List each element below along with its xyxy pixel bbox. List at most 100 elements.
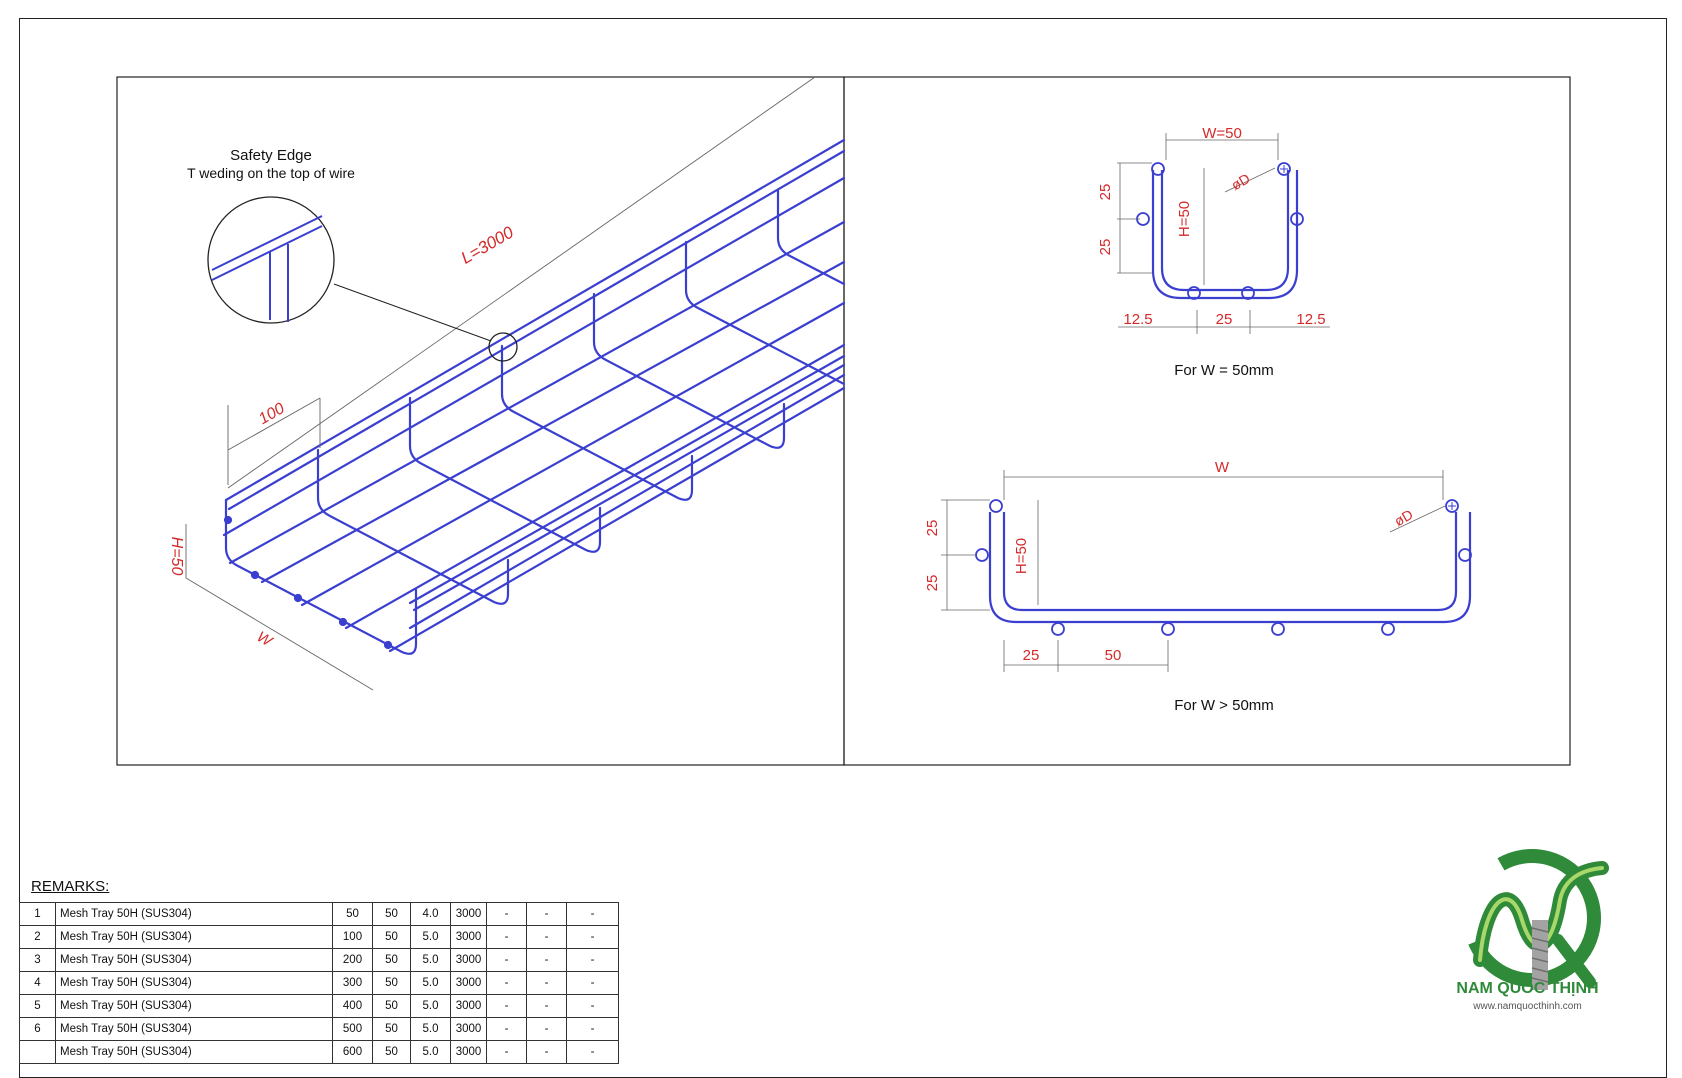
sec1-dim-25-bottom: 25 [1216, 311, 1233, 328]
row-width: 200 [332, 948, 373, 972]
row-col-5: - [486, 1040, 527, 1064]
sec1-height-label: H=50 [1176, 201, 1193, 237]
row-height: 50 [372, 948, 411, 972]
row-col-6: - [526, 971, 567, 995]
mesh-tray-isometric [222, 138, 846, 655]
row-col-7: - [566, 994, 619, 1018]
row-diameter: 5.0 [410, 971, 451, 995]
row-col-7: - [566, 1017, 619, 1041]
safety-edge-title: Safety Edge [230, 147, 312, 164]
row-height: 50 [372, 902, 411, 926]
row-diameter: 5.0 [410, 994, 451, 1018]
row-number: 6 [19, 1017, 56, 1041]
row-diameter: 5.0 [410, 948, 451, 972]
row-col-6: - [526, 948, 567, 972]
isometric-dimensions [185, 76, 816, 691]
row-col-6: - [526, 925, 567, 949]
sec2-height-label: H=50 [1013, 538, 1030, 574]
sec1-dim-12-5-right: 12.5 [1296, 311, 1325, 328]
sec1-dim-25-upper: 25 [1097, 184, 1114, 201]
row-number: 4 [19, 971, 56, 995]
row-col-7: - [566, 971, 619, 995]
row-col-6: - [526, 994, 567, 1018]
row-width: 300 [332, 971, 373, 995]
row-diameter: 5.0 [410, 1040, 451, 1064]
row-length: 3000 [450, 1040, 487, 1064]
row-height: 50 [372, 994, 411, 1018]
row-length: 3000 [450, 1017, 487, 1041]
height-dimension-label: H=50 [168, 537, 185, 576]
row-description: Mesh Tray 50H (SUS304) [55, 994, 333, 1018]
row-col-6: - [526, 1017, 567, 1041]
row-col-5: - [486, 902, 527, 926]
sec2-dim-25-upper: 25 [924, 520, 941, 537]
sec1-width-label: W=50 [1202, 125, 1242, 142]
pitch-dimension-label: 100 [256, 400, 288, 428]
row-description: Mesh Tray 50H (SUS304) [55, 948, 333, 972]
row-description: Mesh Tray 50H (SUS304) [55, 902, 333, 926]
row-height: 50 [372, 925, 411, 949]
sec1-dim-12-5-left: 12.5 [1123, 311, 1152, 328]
row-col-5: - [486, 971, 527, 995]
sec1-diameter-label: øD [1228, 170, 1252, 193]
row-number [19, 1040, 56, 1064]
row-col-7: - [566, 1040, 619, 1064]
row-description: Mesh Tray 50H (SUS304) [55, 1017, 333, 1041]
nam-quoc-thinh-logo [1463, 849, 1609, 990]
row-number: 3 [19, 948, 56, 972]
section-wide [941, 470, 1472, 672]
row-height: 50 [372, 1040, 411, 1064]
row-description: Mesh Tray 50H (SUS304) [55, 971, 333, 995]
row-diameter: 4.0 [410, 902, 451, 926]
row-description: Mesh Tray 50H (SUS304) [55, 1040, 333, 1064]
row-col-5: - [486, 1017, 527, 1041]
safety-edge-detail [207, 196, 518, 362]
row-diameter: 5.0 [410, 1017, 451, 1041]
remarks-title: REMARKS: [31, 878, 110, 895]
brand-name: NAM QUỐC THỊNH [1456, 980, 1599, 997]
row-width: 600 [332, 1040, 373, 1064]
row-width: 50 [332, 902, 373, 926]
row-width: 100 [332, 925, 373, 949]
row-col-5: - [486, 994, 527, 1018]
section-w50 [1117, 133, 1330, 334]
row-col-5: - [486, 948, 527, 972]
row-col-7: - [566, 925, 619, 949]
sec2-diameter-label: øD [1391, 506, 1415, 529]
row-width: 400 [332, 994, 373, 1018]
row-length: 3000 [450, 971, 487, 995]
sec1-caption: For W = 50mm [1174, 362, 1274, 379]
sec2-width-label: W [1215, 459, 1230, 476]
row-description: Mesh Tray 50H (SUS304) [55, 925, 333, 949]
sec2-dim-50-bottom: 50 [1105, 647, 1122, 664]
sec2-dim-25-lower: 25 [924, 575, 941, 592]
sec2-caption: For W > 50mm [1174, 697, 1274, 714]
row-col-5: - [486, 925, 527, 949]
safety-edge-subtitle: T weding on the top of wire [187, 165, 355, 181]
row-number: 1 [19, 902, 56, 926]
row-number: 5 [19, 994, 56, 1018]
row-number: 2 [19, 925, 56, 949]
brand-website: www.namquocthinh.com [1473, 1001, 1582, 1012]
row-length: 3000 [450, 948, 487, 972]
section-panel [843, 76, 1571, 766]
row-col-6: - [526, 902, 567, 926]
sec1-dim-25-lower: 25 [1097, 239, 1114, 256]
row-length: 3000 [450, 902, 487, 926]
row-height: 50 [372, 971, 411, 995]
row-diameter: 5.0 [410, 925, 451, 949]
row-length: 3000 [450, 994, 487, 1018]
row-col-7: - [566, 948, 619, 972]
sec2-dim-25-bottom: 25 [1023, 647, 1040, 664]
row-width: 500 [332, 1017, 373, 1041]
row-length: 3000 [450, 925, 487, 949]
